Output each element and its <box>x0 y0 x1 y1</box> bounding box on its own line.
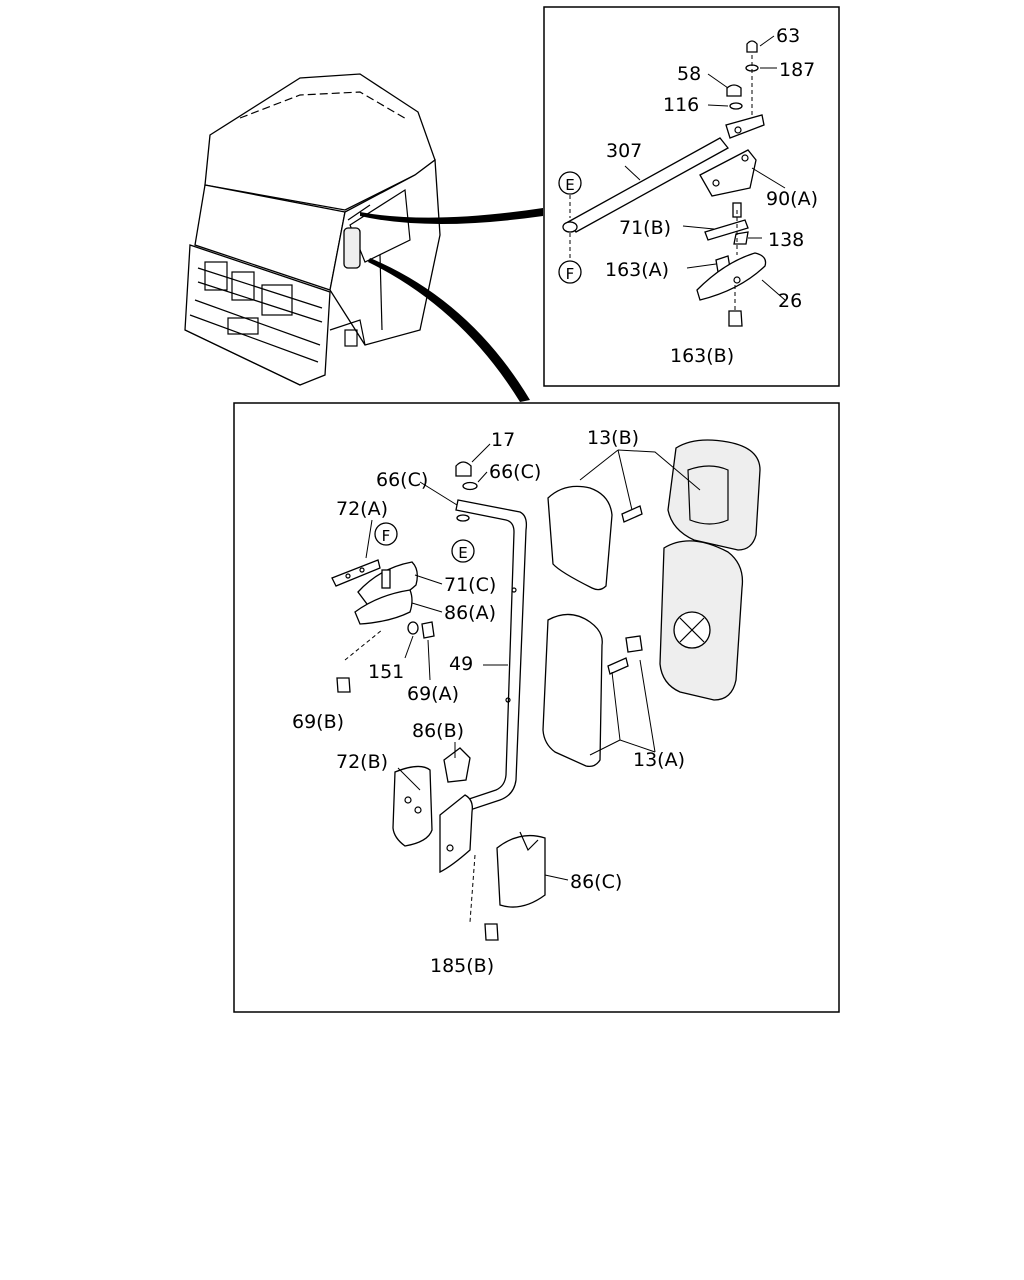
top-detail-parts <box>562 40 767 327</box>
label-71c: 71(C) <box>444 574 496 596</box>
label-58: 58 <box>677 63 701 85</box>
label-66c-right: 66(C) <box>489 461 541 483</box>
bottom-ref-e: E <box>451 539 475 563</box>
top-leader-lines <box>624 35 786 301</box>
label-13a: 13(A) <box>633 749 685 771</box>
label-86a: 86(A) <box>444 602 496 624</box>
bottom-ref-f: F <box>374 522 398 546</box>
label-116: 116 <box>663 94 699 116</box>
svg-text:F: F <box>566 265 575 283</box>
svg-text:F: F <box>382 527 391 545</box>
label-72a: 72(A) <box>336 498 388 520</box>
label-185b: 185(B) <box>430 955 494 977</box>
top-ref-e: E <box>558 171 582 195</box>
label-66c-left: 66(C) <box>376 469 428 491</box>
label-69a: 69(A) <box>407 683 459 705</box>
label-26: 26 <box>778 290 802 312</box>
label-163a: 163(A) <box>605 259 669 281</box>
truck-cab-illustration <box>184 73 543 402</box>
bottom-detail-parts <box>331 439 761 941</box>
label-86b: 86(B) <box>412 720 464 742</box>
label-71b: 71(B) <box>619 217 671 239</box>
bottom-detail-frame <box>233 402 840 1013</box>
svg-text:E: E <box>458 544 467 562</box>
label-163b: 163(B) <box>670 345 734 367</box>
label-86c: 86(C) <box>570 871 622 893</box>
label-187: 187 <box>779 59 815 81</box>
label-151: 151 <box>368 661 404 683</box>
label-63: 63 <box>776 25 800 47</box>
top-ref-f: F <box>558 260 582 284</box>
label-138: 138 <box>768 229 804 251</box>
label-13b: 13(B) <box>587 427 639 449</box>
label-69b: 69(B) <box>292 711 344 733</box>
svg-text:E: E <box>565 176 574 194</box>
label-17: 17 <box>491 429 515 451</box>
top-detail-frame <box>543 6 840 387</box>
label-72b: 72(B) <box>336 751 388 773</box>
label-90a: 90(A) <box>766 188 818 210</box>
label-307: 307 <box>606 140 642 162</box>
label-49: 49 <box>449 653 473 675</box>
bottom-leader-lines <box>365 443 701 881</box>
